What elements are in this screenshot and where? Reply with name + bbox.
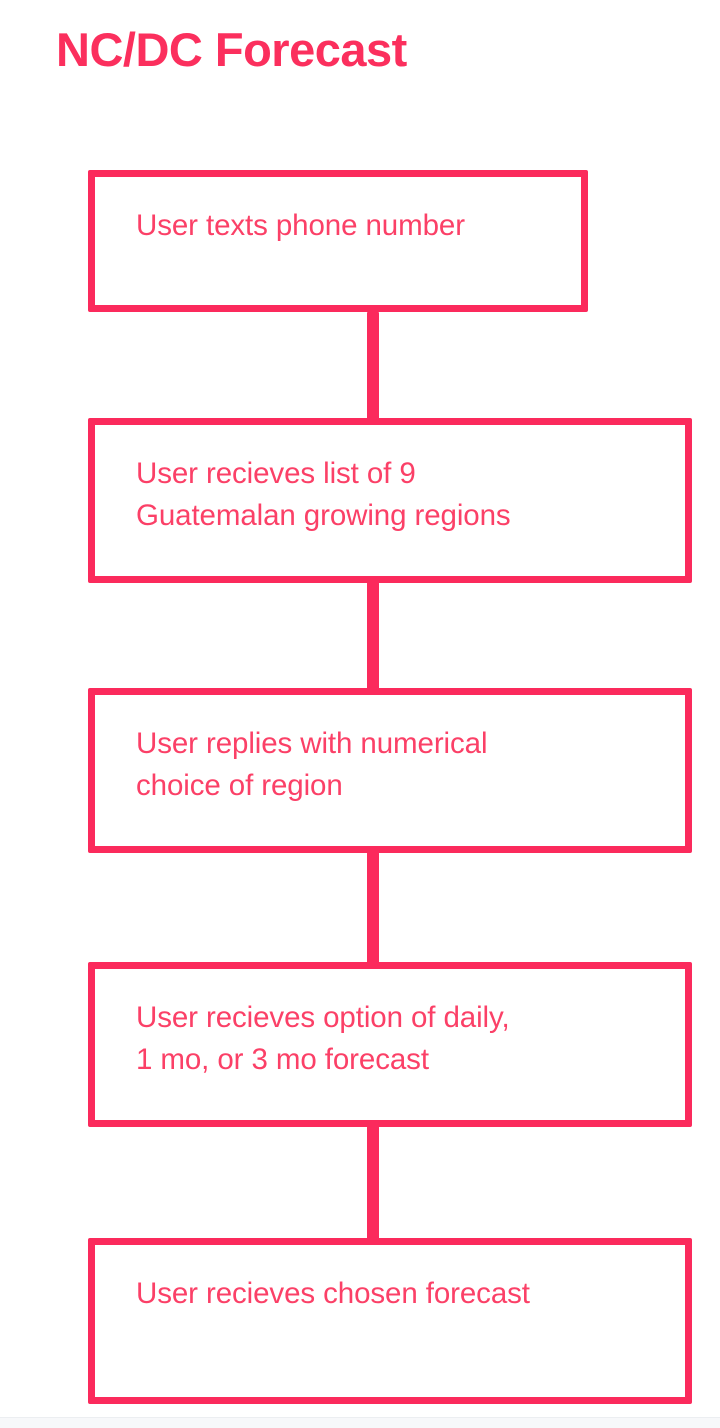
flow-node-5-label: User recieves chosen forecast (136, 1277, 530, 1310)
page-title: NC/DC Forecast (56, 23, 407, 76)
flow-node-3-label: User replies with numerical choice of re… (136, 727, 488, 802)
flow-node-4[interactable]: User recieves option of daily, 1 mo, or … (88, 962, 692, 1127)
bottom-divider (0, 1417, 720, 1428)
flow-node-3[interactable]: User replies with numerical choice of re… (88, 688, 692, 853)
flow-connector-3 (367, 848, 379, 968)
flow-node-2[interactable]: User recieves list of 9 Guatemalan growi… (88, 418, 692, 583)
flow-node-4-label: User recieves option of daily, 1 mo, or … (136, 1001, 510, 1076)
flow-connector-2 (367, 578, 379, 694)
flow-node-2-label: User recieves list of 9 Guatemalan growi… (136, 457, 511, 532)
flow-node-1[interactable]: User texts phone number (88, 170, 588, 312)
flow-connector-1 (367, 308, 379, 424)
flow-node-1-label: User texts phone number (136, 209, 465, 242)
flow-connector-4 (367, 1122, 379, 1244)
flow-node-5[interactable]: User recieves chosen forecast (88, 1238, 692, 1404)
